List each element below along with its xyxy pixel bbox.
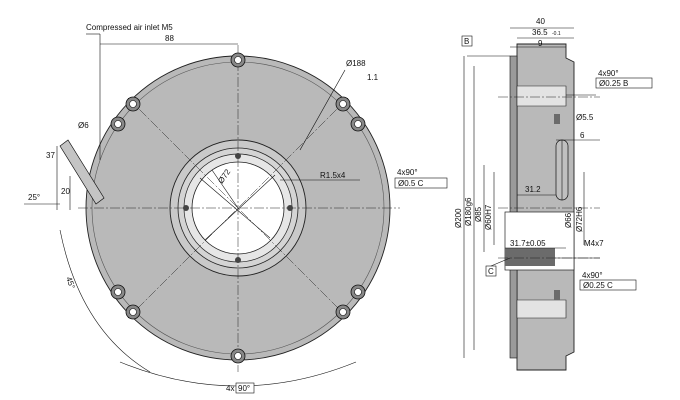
dim-d66-label: Ø66 — [564, 212, 573, 228]
air-inlet-label: Compressed air inlet M5 — [86, 23, 173, 32]
hole-tol-box: Ø0.5 C — [394, 177, 448, 189]
dim-188-leader — [299, 69, 346, 151]
side-body — [516, 43, 575, 371]
dim-40-label: 40 — [536, 17, 545, 26]
bolt-hole — [335, 304, 351, 320]
dim-45-label: 45° — [64, 276, 77, 290]
dim-37-label: 37 — [46, 151, 55, 160]
dim-45-arc — [59, 229, 151, 373]
dim-d6-label: Ø6 — [78, 121, 89, 130]
bottom-label-val: 90° — [238, 384, 250, 393]
dim-d5-5-label: Ø5.5 — [576, 113, 594, 122]
inner-hole — [235, 153, 241, 159]
tol1-val: Ø0.25 B — [599, 79, 628, 88]
dim-31-7-label: 31.7±0.05 — [510, 239, 546, 248]
dim-9-label: 9 — [538, 39, 543, 48]
dim-88-label: 88 — [165, 34, 174, 43]
tol2-val: Ø0.25 C — [583, 281, 613, 290]
side-bolt-section-bottom — [516, 299, 567, 319]
side-flange — [509, 55, 518, 359]
tol1-qty: 4x90° — [598, 69, 619, 78]
side-view — [498, 43, 600, 371]
dim-36-5-tol: -0.1 — [552, 31, 561, 37]
bore-hatch-1 — [199, 177, 271, 239]
bolt-hole — [125, 96, 141, 112]
tol2-qty: 4x90° — [582, 271, 603, 280]
datum-c-box: C — [485, 265, 497, 277]
dim-d72h6-label: Ø72H6 — [575, 206, 584, 232]
side-bolt-section-top — [516, 85, 567, 107]
dim-6-label: 6 — [580, 131, 585, 140]
radius-label: R1.5x4 — [320, 171, 346, 180]
dim-d85-label: Ø85 — [474, 206, 483, 222]
bolt-hole — [350, 284, 366, 300]
bolt-hole — [110, 284, 126, 300]
bore-hatch-2 — [204, 174, 276, 241]
side-pin-top — [554, 114, 560, 124]
inner-hole — [183, 205, 189, 211]
datum-c: C — [488, 267, 494, 276]
tol1-box: Ø0.25 B — [595, 77, 653, 89]
hole-tol-qty: 4x90° — [397, 168, 418, 177]
dim-d200-label: Ø200 — [454, 208, 463, 228]
bottom-label-box: 90° — [235, 382, 255, 394]
front-centerline-diag2 — [127, 97, 349, 319]
m4x7-label: M4x7 — [584, 239, 604, 248]
inner-hole — [287, 205, 293, 211]
dim-25-label: 25° — [28, 193, 40, 202]
dim-188-label: Ø188 — [346, 59, 366, 68]
bolt-hole — [110, 116, 126, 132]
bolt-hole — [335, 96, 351, 112]
bottom-label-prefix: 4x — [226, 384, 234, 393]
front-dimensions: Compressed air inlet M5 88 Ø188 1.1 Ø6 3… — [24, 23, 448, 394]
air-inlet-nozzle — [59, 139, 105, 205]
dim-20-label: 20 — [61, 187, 70, 196]
bolt-hole — [230, 348, 246, 364]
inner-holes — [183, 153, 293, 263]
datum-c-leader — [490, 257, 511, 267]
hole-tol-val: Ø0.5 C — [398, 179, 424, 188]
dim-d60h7-label: Ø60H7 — [484, 204, 493, 230]
inner-hole — [235, 257, 241, 263]
datum-b-box: B — [461, 35, 473, 47]
side-pin-bottom — [554, 290, 560, 300]
front-centerline-diag1 — [127, 97, 349, 319]
bore-hatch-3 — [211, 169, 239, 209]
side-dimensions: 40 36.5 -0.1 9 B 4x90° Ø0.25 B Ø5.5 6 31… — [454, 17, 653, 358]
bolt-hole — [230, 52, 246, 68]
datum-b: B — [464, 37, 469, 46]
dim-1-1-label: 1.1 — [367, 73, 379, 82]
side-bore-thread — [505, 248, 555, 266]
outer-bolt-holes — [110, 52, 366, 364]
dim-36-5-label: 36.5 — [532, 28, 548, 37]
dim-d180g6-label: Ø180g6 — [464, 197, 473, 226]
bolt-hole — [125, 304, 141, 320]
dim-31-2-label: 31.2 — [525, 185, 541, 194]
tol2-box: Ø0.25 C — [579, 279, 637, 291]
front-view — [59, 33, 400, 372]
bolt-hole — [350, 116, 366, 132]
